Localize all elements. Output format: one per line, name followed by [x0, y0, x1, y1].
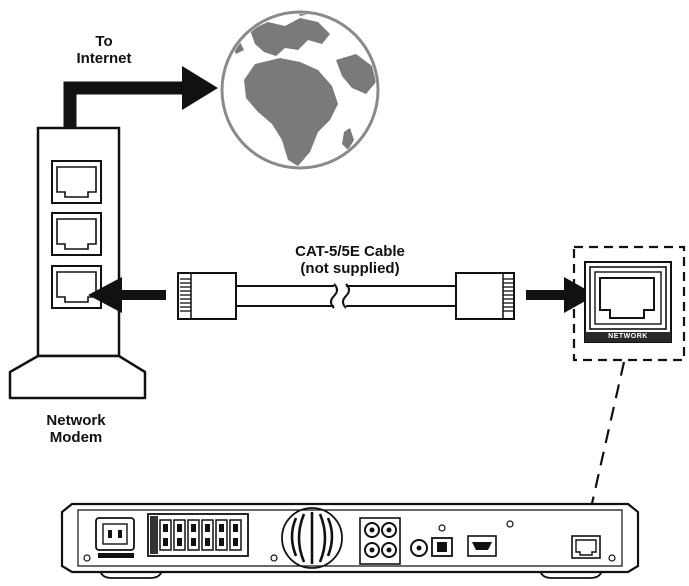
network-badge: [585, 332, 671, 342]
internet-path-arrow: [63, 66, 218, 128]
fan-grille-icon: [281, 507, 343, 569]
to-internet-line-2: Internet: [76, 50, 132, 67]
to-internet-line-1: To: [95, 33, 113, 50]
globe-icon: [220, 10, 380, 170]
ethernet-cable: [177, 272, 515, 320]
modem-port-3: [51, 265, 102, 309]
modem-label: Network Modem: [26, 412, 126, 446]
network-modem: [8, 126, 147, 400]
rj45-plug-icon: [177, 272, 237, 320]
receiver-back-panel: [60, 502, 640, 579]
to-internet-label: To Internet: [64, 33, 144, 67]
cable-label: CAT-5/5E Cable (not supplied): [270, 243, 430, 277]
cable-label-line-2: (not supplied): [300, 260, 400, 277]
ethernet-port-icon: [599, 277, 655, 319]
zoom-connector-line: [584, 361, 626, 531]
arrow-left-icon: [88, 277, 166, 313]
modem-label-line-2: Modem: [49, 429, 103, 446]
cable-label-line-1: CAT-5/5E Cable: [295, 243, 405, 260]
network-port-zoom: [572, 245, 686, 362]
arrow-right-icon: [182, 66, 218, 110]
rj45-plug-icon: [455, 272, 515, 320]
modem-label-line-1: Network: [46, 412, 106, 429]
arrow-right-icon: [526, 277, 596, 313]
network-port-label: NETWORK: [608, 333, 648, 340]
modem-port-1: [51, 160, 102, 204]
modem-port-2: [51, 212, 102, 256]
receiver-network-port: [571, 535, 601, 559]
